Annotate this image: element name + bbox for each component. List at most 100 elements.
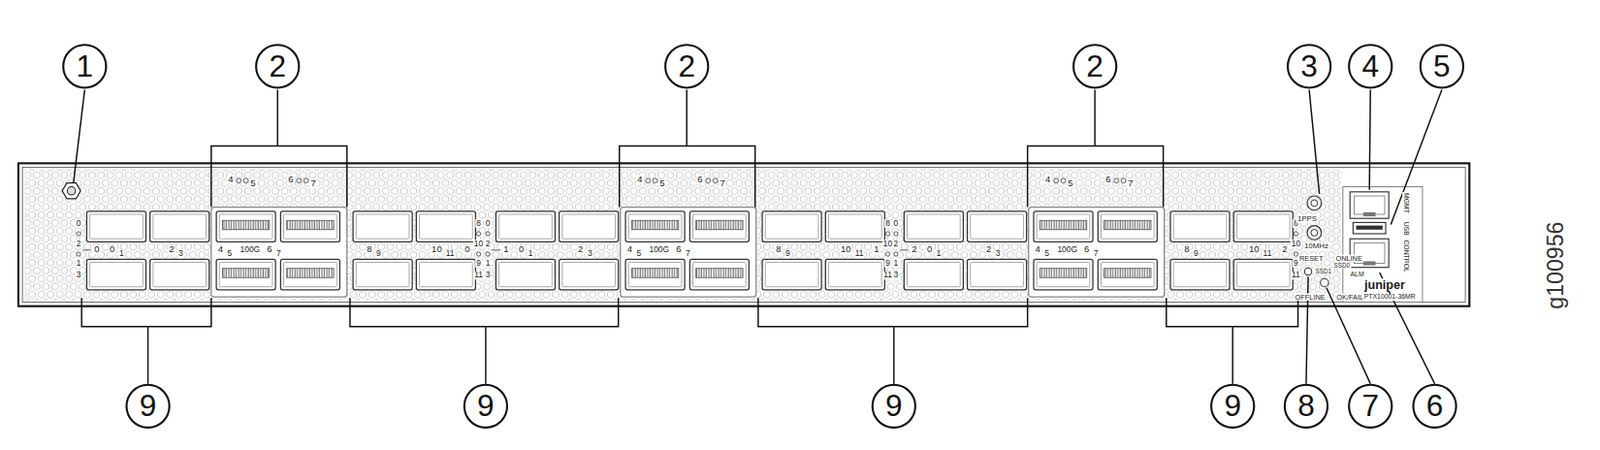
panel-label: 8	[1183, 245, 1190, 255]
panel-label: 7	[309, 179, 317, 189]
callout-number: 2	[664, 43, 709, 89]
panel-label: 4	[226, 174, 234, 184]
status-led	[76, 252, 81, 256]
status-led	[1054, 178, 1059, 184]
chassis-panel	[18, 162, 1470, 306]
panel-label: 2	[484, 239, 492, 248]
qsfp-cage	[1097, 211, 1157, 243]
leader-line	[1369, 90, 1371, 191]
panel-label: 10	[473, 239, 484, 248]
qsfp-cage-inner	[628, 261, 682, 287]
qsfp-cage-inner	[828, 214, 882, 239]
leader-line	[147, 326, 149, 384]
reset-button	[1304, 267, 1312, 275]
panel-label: 2	[893, 239, 900, 248]
qsfp-latch	[1104, 220, 1152, 229]
status-led	[296, 178, 302, 184]
callout-text: 4	[1361, 51, 1379, 83]
qsfp-cage-inner	[1173, 261, 1227, 287]
panel-label: 5	[658, 179, 666, 189]
qsfp-cage	[689, 258, 749, 290]
qsfp-latch	[1104, 268, 1152, 278]
callout-text: 2	[268, 51, 287, 83]
status-led	[885, 231, 890, 236]
qsfp-cage-inner	[970, 214, 1024, 239]
panel-label: 4	[626, 245, 634, 255]
panel-label: 10	[882, 239, 894, 248]
leader-line	[81, 297, 212, 326]
rj45-tab	[1363, 212, 1376, 217]
panel-label: 11	[473, 271, 484, 280]
qsfp-cage-inner	[90, 214, 144, 239]
qsfp-cage-inner	[1236, 214, 1290, 239]
panel-label: 2	[910, 245, 918, 255]
panel-label: 0	[93, 245, 100, 255]
panel-label: 3	[586, 250, 594, 258]
status-led	[1293, 231, 1298, 236]
panel-label: ONLINE	[1334, 255, 1364, 262]
panel-label: 3	[893, 271, 900, 280]
panel-label: 8	[774, 245, 782, 255]
panel-label: SSD0	[1332, 261, 1351, 268]
rj45-port-inner	[1353, 195, 1385, 215]
panel-label: 1	[75, 258, 83, 267]
rj45-tab	[1363, 260, 1376, 265]
panel-label: 5	[635, 250, 642, 258]
qsfp-cage	[559, 211, 619, 243]
panel-label: 10	[1290, 239, 1302, 248]
panel-label: 5	[225, 250, 233, 258]
qsfp-cage-inner	[1173, 214, 1227, 239]
usb-tongue	[1356, 225, 1383, 230]
qsfp-cage-inner	[1236, 261, 1290, 287]
qsfp-cage	[825, 258, 885, 290]
qsfp-cage-inner	[906, 261, 960, 287]
qsfp-cage-inner	[418, 261, 473, 287]
callout-text: 5	[1433, 51, 1451, 83]
panel-label: 1	[893, 258, 900, 267]
panel-label: 5	[1043, 250, 1051, 258]
qsfp-latch	[696, 220, 743, 229]
qsfp-cage	[1097, 258, 1157, 290]
qsfp-cage	[150, 258, 210, 290]
status-led	[476, 231, 480, 236]
leader-line	[276, 90, 278, 147]
panel-label: USB	[1403, 221, 1410, 237]
leader-line	[73, 90, 86, 184]
panel-label: 10	[1248, 245, 1261, 255]
qsfp-latch	[1039, 220, 1087, 229]
panel-label: 4	[636, 174, 643, 184]
qsfp-cage-inner	[828, 261, 882, 287]
qsfp-cage-inner	[906, 214, 960, 239]
qsfp-cage	[86, 211, 146, 243]
panel-label: 0	[926, 245, 933, 255]
panel-label: 3	[484, 271, 492, 280]
figure-id: g100956	[1544, 220, 1568, 310]
callout-text: 9	[1223, 390, 1242, 422]
sma-connector	[1307, 225, 1322, 241]
panel-label: 4	[217, 245, 224, 255]
leader-line	[1326, 288, 1371, 384]
panel-label: 100G	[238, 246, 261, 255]
status-led	[705, 178, 711, 184]
qsfp-latch	[1039, 268, 1087, 278]
panel-label: 11	[882, 271, 894, 280]
panel-label: 2	[576, 245, 584, 255]
panel-label: MGMT	[1403, 192, 1410, 215]
panel-label: 9	[375, 250, 383, 258]
callout-number: 2	[1072, 43, 1118, 89]
leader-line	[1027, 145, 1164, 207]
qsfp-cage	[967, 211, 1027, 243]
panel-label: 4	[1033, 245, 1041, 255]
callout-number: 9	[463, 384, 509, 429]
status-led	[303, 178, 309, 184]
callout-text: 9	[885, 390, 903, 422]
panel-label: 11	[1290, 271, 1302, 280]
status-led	[645, 178, 651, 184]
panel-label: 3	[994, 250, 1002, 258]
callout-number: 9	[125, 384, 170, 429]
panel-label: 11	[445, 250, 456, 258]
panel-label: SSD1	[1314, 268, 1334, 275]
panel-label: 10	[839, 245, 853, 255]
panel-label: 7	[1092, 250, 1100, 258]
qsfp-cage-inner	[153, 214, 207, 239]
